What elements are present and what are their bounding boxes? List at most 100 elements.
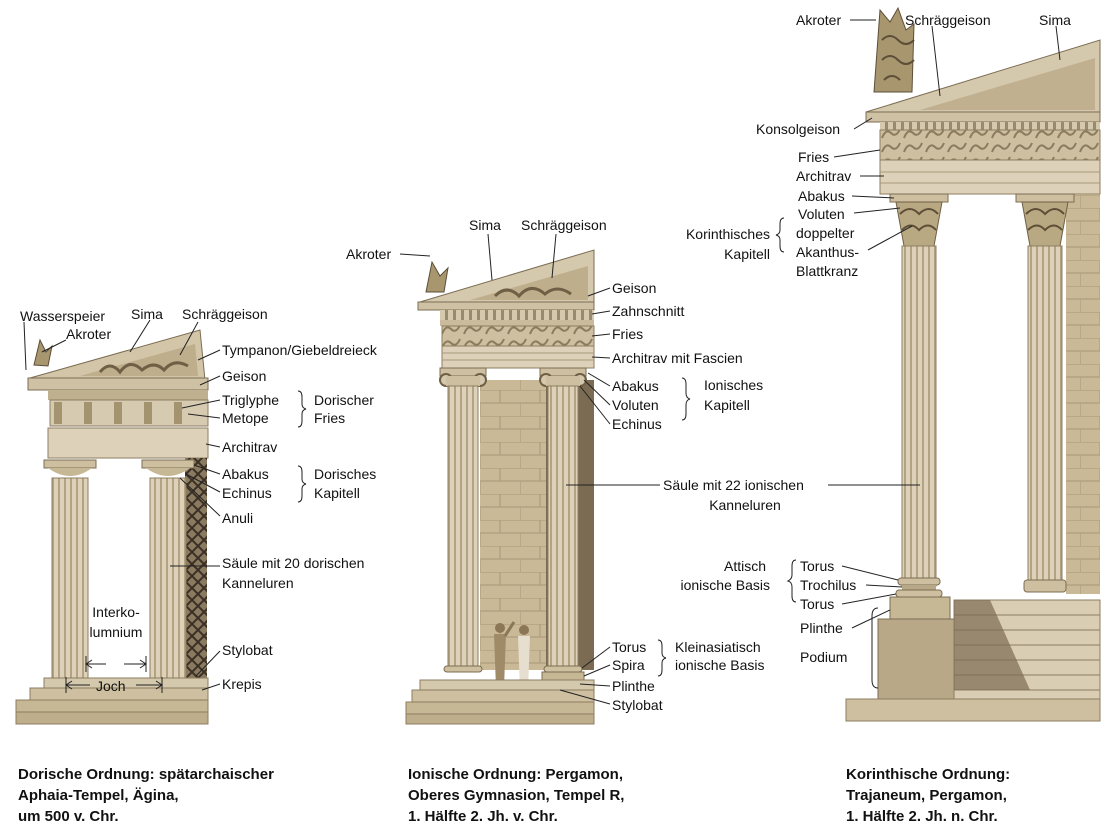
label-ionic-fries: Fries — [612, 326, 644, 342]
label-ionic-plinthe: Plinthe — [612, 678, 655, 694]
label-corinthian-doppelter: doppelter — [796, 225, 855, 241]
label-ionic-torus: Torus — [612, 639, 647, 655]
doric-tympanon — [80, 344, 198, 376]
corinthian-column-left — [901, 245, 937, 587]
label-ionic-geison: Geison — [612, 280, 657, 296]
label-doric-schraeggeison: Schräggeison — [182, 306, 268, 322]
label-corinthian-schraeggeison: Schräggeison — [905, 12, 991, 28]
corinthian-column-right — [1027, 245, 1063, 587]
label-ionic-schraeggeison: Schräggeison — [521, 217, 607, 233]
corinthian-plinthe — [889, 596, 951, 620]
label-doric-fries-group-2: Fries — [314, 410, 346, 426]
label-doric-triglyphe: Triglyphe — [222, 392, 280, 408]
label-doric-architrav: Architrav — [222, 439, 278, 455]
ionic-temple — [405, 249, 595, 725]
label-ionic-sima: Sima — [469, 217, 501, 233]
label-doric-geison: Geison — [222, 368, 267, 384]
label-doric-saeule-2: Kanneluren — [222, 575, 294, 591]
label-ionic-abakus: Abakus — [612, 378, 659, 394]
label-doric-metope: Metope — [222, 410, 269, 426]
label-corinthian-architrav: Architrav — [796, 168, 852, 184]
label-corinthian-torus-top: Torus — [800, 558, 835, 574]
label-doric-wasserspeier: Wasserspeier — [20, 308, 106, 324]
label-ionic-basis-group-2: ionische Basis — [675, 657, 765, 673]
ionic-akroter — [425, 260, 449, 293]
label-doric-abakus: Abakus — [222, 466, 269, 482]
label-corinthian-sima: Sima — [1039, 12, 1071, 28]
ionic-base — [443, 665, 585, 681]
ionic-wall — [480, 380, 546, 670]
doric-architrav — [47, 427, 209, 459]
doric-column-right — [149, 477, 187, 679]
ionic-column-right — [547, 385, 579, 667]
label-doric-kapitell-group-1: Dorisches — [314, 466, 377, 482]
label-doric-saeule-1: Säule mit 20 dorischen — [222, 555, 365, 571]
ionic-architrav — [441, 345, 595, 369]
label-ionic-stylobat: Stylobat — [612, 697, 663, 713]
ionic-fries — [441, 325, 595, 347]
label-corinthian-fries: Fries — [798, 149, 830, 165]
label-corinthian-trochilus: Trochilus — [800, 577, 857, 593]
caption-corinthian: Korinthische Ordnung: Trajaneum, Pergamo… — [846, 764, 1010, 827]
doric-temple — [15, 329, 209, 725]
label-corinthian-basis-group-1: Attisch — [723, 558, 766, 574]
corinthian-architrav — [879, 159, 1101, 195]
label-doric-tympanon: Tympanon/Giebeldreieck — [222, 342, 377, 358]
label-ionic-saeule-2: Kanneluren — [709, 497, 781, 513]
corinthian-capital-left — [889, 193, 949, 247]
corinthian-temple — [845, 6, 1101, 722]
label-ionic-voluten: Voluten — [612, 397, 659, 413]
label-doric-sima: Sima — [131, 306, 163, 322]
corinthian-podium — [877, 618, 955, 700]
corinthian-base — [895, 577, 1067, 598]
caption-doric: Dorische Ordnung: spätarchaischer Aphaia… — [18, 764, 274, 827]
caption-corinthian-line-2: Trajaneum, Pergamon, — [846, 787, 1007, 804]
ionic-column-left — [447, 385, 479, 667]
label-doric-krepis: Krepis — [222, 676, 262, 692]
corinthian-steps — [953, 599, 1101, 701]
caption-ionic: Ionische Ordnung: Pergamon, Oberes Gymna… — [408, 764, 624, 827]
caption-ionic-line-3: 1. Hälfte 2. Jh. v. Chr. — [408, 808, 558, 825]
doric-fries — [49, 399, 209, 427]
caption-doric-line-2: Aphaia-Tempel, Ägina, — [18, 787, 179, 804]
label-doric-echinus: Echinus — [222, 485, 272, 501]
doric-geison — [27, 377, 209, 391]
label-ionic-echinus: Echinus — [612, 416, 662, 432]
label-ionic-akroter: Akroter — [346, 246, 392, 262]
label-ionic-saeule-1: Säule mit 22 ionischen — [663, 477, 804, 493]
label-doric-stylobat: Stylobat — [222, 642, 273, 658]
caption-ionic-line-1: Ionische Ordnung: Pergamon, — [408, 766, 624, 783]
doric-abakus — [43, 459, 97, 469]
ionic-capital-left — [439, 367, 487, 387]
caption-corinthian-line-1: Korinthische Ordnung: — [846, 766, 1011, 783]
doric-column-left — [51, 477, 89, 679]
label-corinthian-blattkranz: Blattkranz — [796, 263, 859, 279]
label-doric-akroter: Akroter — [66, 326, 112, 342]
label-corinthian-kapitell-group-2: Kapitell — [724, 246, 770, 262]
label-corinthian-abakus: Abakus — [798, 188, 845, 204]
caption-corinthian-line-3: 1. Hälfte 2. Jh. n. Chr. — [846, 808, 998, 825]
corinthian-fries — [879, 129, 1101, 161]
ionic-figures — [494, 621, 530, 690]
label-doric-fries-group-1: Dorischer — [314, 392, 374, 408]
label-ionic-kapitell-group-2: Kapitell — [704, 397, 750, 413]
corinthian-cella-wall — [1066, 194, 1100, 594]
label-doric-interko-2: lumnium — [89, 624, 143, 640]
ionic-geison — [417, 301, 595, 311]
label-doric-kapitell-group-2: Kapitell — [314, 485, 360, 501]
label-doric-joch: Joch — [96, 678, 126, 694]
ionic-capital-right — [539, 367, 587, 387]
label-ionic-basis-group-1: Kleinasiatisch — [675, 639, 761, 655]
label-corinthian-konsolgeison: Konsolgeison — [756, 121, 841, 137]
corinthian-konsolgeison — [865, 111, 1101, 123]
corinthian-akroter — [873, 6, 915, 93]
label-corinthian-podium: Podium — [800, 649, 848, 665]
label-doric-anuli: Anuli — [222, 510, 254, 526]
label-corinthian-akanthus: Akanthus- — [796, 244, 860, 260]
label-corinthian-akroter: Akroter — [796, 12, 842, 28]
label-ionic-zahnschnitt: Zahnschnitt — [612, 303, 685, 319]
caption-doric-line-1: Dorische Ordnung: spätarchaischer — [18, 766, 274, 783]
label-ionic-architrav: Architrav mit Fascien — [612, 350, 743, 366]
ionic-stylobat — [419, 679, 595, 691]
